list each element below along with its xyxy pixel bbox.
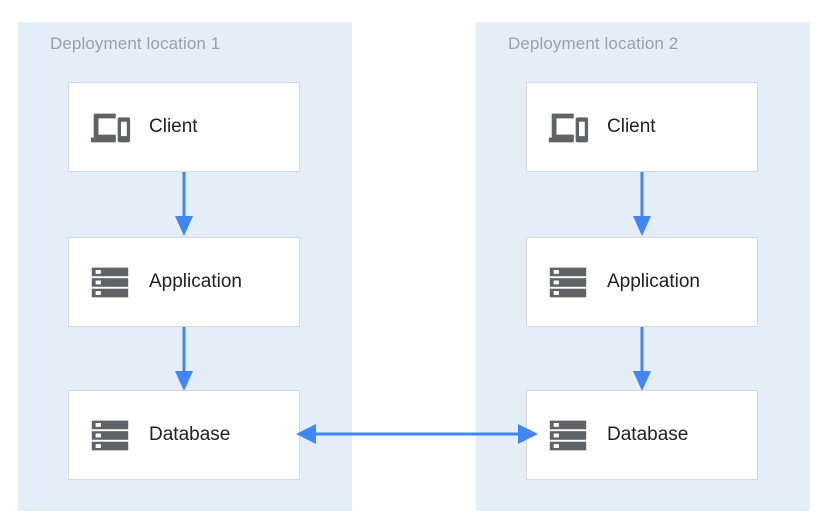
server-icon	[91, 420, 129, 451]
deployment-location-1-label: Deployment location 1	[50, 34, 221, 53]
connector-client-to-application-location-2	[633, 172, 651, 236]
server-icon	[549, 420, 587, 451]
node-application-location-2[interactable]: Application	[526, 237, 758, 327]
server-icon	[549, 267, 587, 298]
node-label-database-location-1: Database	[149, 424, 231, 445]
devices-icon	[90, 113, 131, 143]
deployment-location-2-label: Deployment location 2	[508, 34, 679, 53]
node-label-application-location-1: Application	[149, 271, 242, 292]
node-client-location-2[interactable]: Client	[526, 82, 758, 172]
connector-application-to-database-location-1	[175, 327, 193, 391]
node-label-client-location-2: Client	[607, 116, 656, 137]
diagram-title: Multi-region deployment architecture	[0, 21, 1, 22]
node-label-database-location-2: Database	[607, 424, 689, 445]
node-client-location-1[interactable]: Client	[68, 82, 300, 172]
deployment-location-2-panel: Deployment location 2 Client	[476, 22, 810, 511]
server-icon	[91, 267, 129, 298]
devices-icon	[548, 113, 589, 143]
node-database-location-1[interactable]: Database	[68, 390, 300, 480]
node-label-application-location-2: Application	[607, 271, 700, 292]
node-database-location-2[interactable]: Database	[526, 390, 758, 480]
deployment-location-1-panel: Deployment location 1 Client	[18, 22, 352, 511]
connector-database-replication-bidirectional	[296, 424, 538, 444]
connector-client-to-application-location-1	[175, 172, 193, 236]
node-application-location-1[interactable]: Application	[68, 237, 300, 327]
node-label-client-location-1: Client	[149, 116, 198, 137]
connector-application-to-database-location-2	[633, 327, 651, 391]
